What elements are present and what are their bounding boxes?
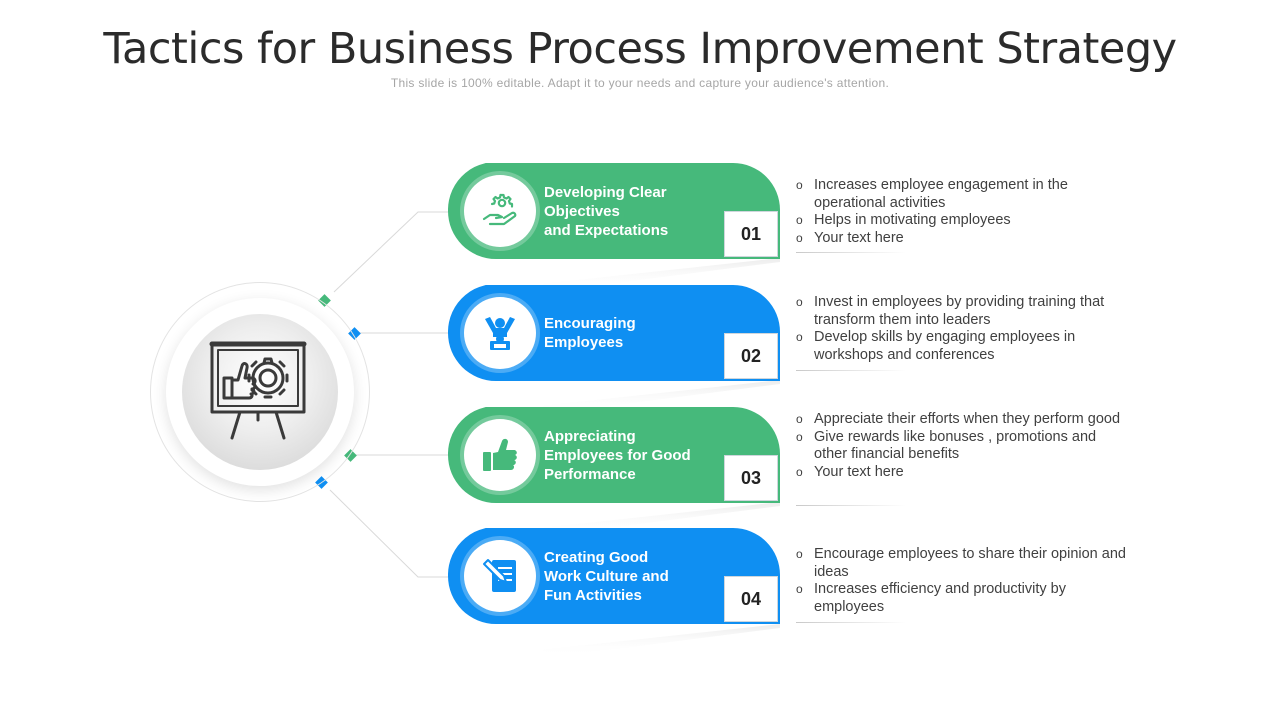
step-card-3: Appreciating Employees for Good Performa… <box>448 407 780 503</box>
slide-title: Tactics for Business Process Improvement… <box>103 24 1177 74</box>
step-4-bullet-1: Encourage employees to share their opini… <box>796 546 1126 581</box>
slide-subtitle: This slide is 100% editable. Adapt it to… <box>390 76 890 90</box>
step-2-icon-circle <box>464 297 536 369</box>
step-1-bullet-2: Helps in motivating employees <box>796 212 1126 230</box>
step-4-divider <box>796 622 906 623</box>
step-3-bullet-1: Appreciate their efforts when they perfo… <box>796 411 1126 429</box>
step-3-icon-circle <box>464 419 536 491</box>
step-card-1: Developing Clear Objectives and Expectat… <box>448 163 780 259</box>
step-4-icon-circle <box>464 540 536 612</box>
step-card-4: Creating Good Work Culture and Fun Activ… <box>448 528 780 624</box>
step-2-number: 02 <box>724 333 778 379</box>
thumbs-up-icon <box>483 438 517 471</box>
hand-gear-icon <box>482 193 517 226</box>
step-4-bullet-2: Increases efficiency and productivity by… <box>796 581 1126 616</box>
step-1-bullets: Increases employee engagement in the ope… <box>796 177 1126 247</box>
step-3-number: 03 <box>724 455 778 501</box>
step-1-icon-circle <box>464 175 536 247</box>
hub-outer-ring <box>150 282 370 502</box>
step-4-number: 04 <box>724 576 778 622</box>
step-2-title: Encouraging Employees <box>544 315 636 351</box>
step-3-bullets: Appreciate their efforts when they perfo… <box>796 411 1126 481</box>
cheering-employee-icon <box>485 317 515 350</box>
step-3-bullet-2: Give rewards like bonuses , promotions a… <box>796 429 1126 464</box>
step-4-bullets: Encourage employees to share their opini… <box>796 546 1126 616</box>
card-reflection-2 <box>540 380 780 412</box>
step-2-bullet-1: Invest in employees by providing trainin… <box>796 294 1126 329</box>
step-3-title: Appreciating Employees for Good Performa… <box>544 427 691 483</box>
step-1-title: Developing Clear Objectives and Expectat… <box>544 183 669 239</box>
card-reflection-4 <box>540 624 780 656</box>
step-3-bullet-3: Your text here <box>796 464 1126 482</box>
step-2-bullets: Invest in employees by providing trainin… <box>796 294 1126 364</box>
presentation-board-gear-thumbs-up-icon <box>209 341 307 440</box>
step-1-number: 01 <box>724 211 778 257</box>
step-1-bullet-1: Increases employee engagement in the ope… <box>796 177 1126 212</box>
step-1-bullet-3: Your text here <box>796 230 1126 248</box>
step-card-2: Encouraging Employees 02 <box>448 285 780 381</box>
card-reflection-1 <box>540 258 780 290</box>
document-pencil-icon <box>483 559 516 592</box>
step-2-bullet-2: Develop skills by engaging employees in … <box>796 329 1126 364</box>
step-4-title: Creating Good Work Culture and Fun Activ… <box>544 548 669 604</box>
step-2-divider <box>796 370 906 371</box>
card-reflection-3 <box>540 502 780 534</box>
step-3-divider <box>796 505 906 506</box>
step-1-divider <box>796 252 906 253</box>
